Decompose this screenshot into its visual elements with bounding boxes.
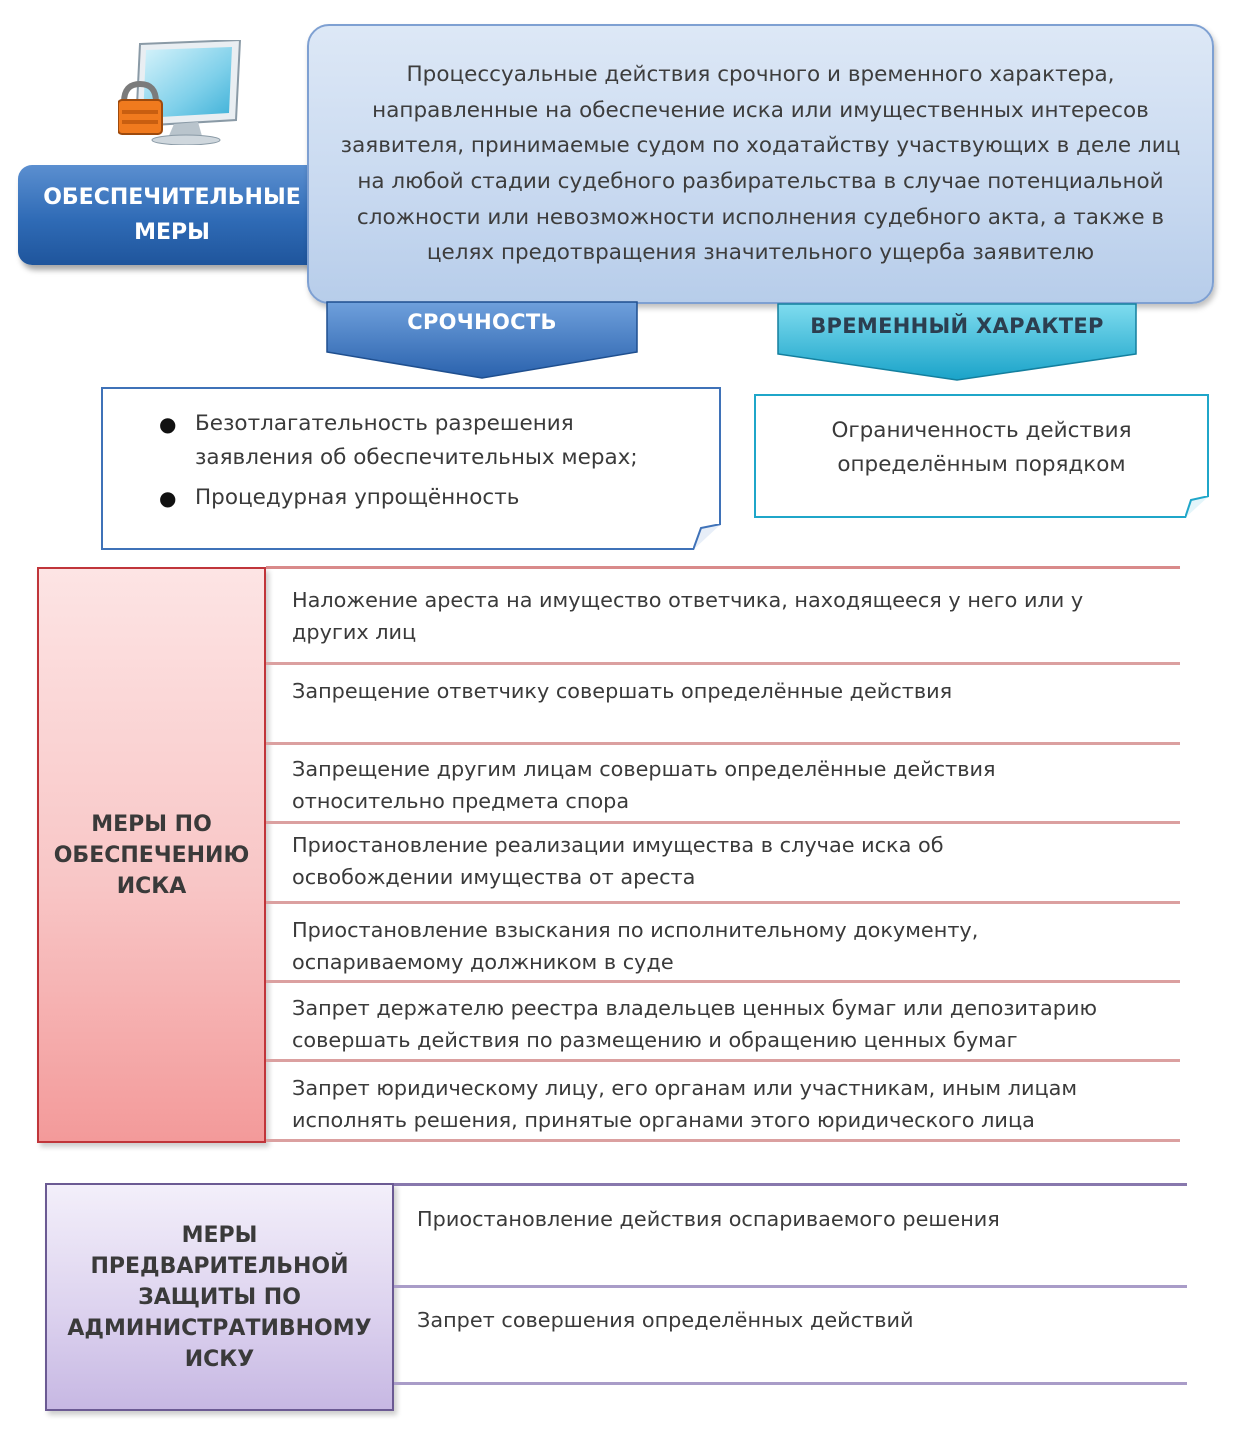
- claim-measure-item: Запрет юридическому лицу, его органам ил…: [292, 1072, 1172, 1136]
- claim-measures-heading: МЕРЫ ПО ОБЕСПЕЧЕНИЮ ИСКА: [37, 567, 266, 1143]
- banner-urgency: СРОЧНОСТЬ: [325, 300, 639, 380]
- banner-urgency-label: СРОЧНОСТЬ: [325, 310, 639, 334]
- divider: [266, 901, 1180, 904]
- divider: [266, 742, 1180, 745]
- divider: [394, 1382, 1187, 1385]
- title-line-1: ОБЕСПЕЧИТЕЛЬНЫЕ: [43, 180, 301, 215]
- claim-measure-item: Запрет держателю реестра владельцев ценн…: [292, 992, 1172, 1056]
- urgency-note: ●Безотлагательность разрешения заявления…: [101, 387, 721, 550]
- claim-measure-item: Запрещение ответчику совершать определён…: [292, 675, 1092, 707]
- temporary-note: Ограниченность действия определённым пор…: [754, 394, 1209, 518]
- admin-measure-item: Приостановление действия оспариваемого р…: [417, 1203, 1177, 1235]
- title-line-2: МЕРЫ: [43, 215, 301, 250]
- admin-measures-heading: МЕРЫ ПРЕДВАРИТЕЛЬНОЙ ЗАЩИТЫ ПО АДМИНИСТР…: [45, 1183, 394, 1411]
- divider: [266, 662, 1180, 665]
- divider: [266, 566, 1180, 569]
- page-curl-icon: [693, 524, 721, 550]
- list-item: ●Процедурная упрощённость: [195, 481, 695, 515]
- divider: [266, 821, 1180, 824]
- divider: [266, 1139, 1180, 1142]
- claim-measure-item: Приостановление реализации имущества в с…: [292, 829, 1092, 893]
- temporary-note-text: Ограниченность действия определённым пор…: [756, 414, 1207, 482]
- divider: [394, 1183, 1187, 1186]
- definition-text: Процессуальные действия срочного и време…: [333, 57, 1188, 271]
- title-badge: ОБЕСПЕЧИТЕЛЬНЫЕ МЕРЫ: [18, 165, 326, 265]
- page-curl-icon: [1185, 496, 1209, 518]
- claim-measure-item: Наложение ареста на имущество ответчика,…: [292, 584, 1092, 648]
- claim-measure-item: Приостановление взыскания по исполнитель…: [292, 914, 1092, 978]
- divider: [394, 1285, 1187, 1288]
- claim-measure-item: Запрещение другим лицам совершать опреде…: [292, 753, 1092, 817]
- divider: [266, 980, 1180, 983]
- banner-temporary-label: ВРЕМЕННЫЙ ХАРАКТЕР: [776, 314, 1138, 338]
- computer-lock-icon: [118, 40, 244, 145]
- list-item: ●Безотлагательность разрешения заявления…: [195, 407, 695, 475]
- definition-box: Процессуальные действия срочного и време…: [307, 24, 1214, 304]
- divider: [266, 1059, 1180, 1062]
- banner-temporary: ВРЕМЕННЫЙ ХАРАКТЕР: [776, 302, 1138, 382]
- admin-measure-item: Запрет совершения определённых действий: [417, 1304, 1177, 1336]
